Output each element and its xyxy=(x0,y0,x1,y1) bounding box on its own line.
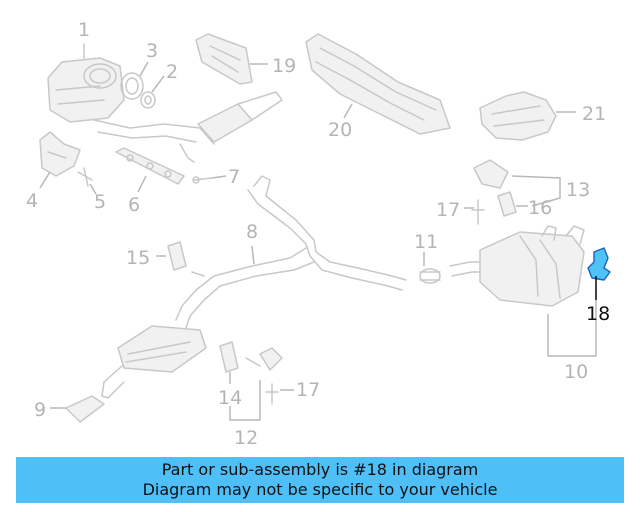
part-1-catalytic-converter xyxy=(47,43,125,123)
banner-line-disclaimer: Diagram may not be specific to your vehi… xyxy=(142,480,498,499)
part-8-intermediate-pipe xyxy=(175,175,407,329)
part-20-tunnel-shield xyxy=(305,33,451,135)
callout-1: 1 xyxy=(78,19,90,41)
part-11-clamp xyxy=(419,252,441,284)
part-13-bracket xyxy=(473,159,561,207)
part-2-gasket xyxy=(140,75,165,109)
part-6-bracket xyxy=(115,147,185,193)
banner-line-part: Part or sub-assembly is #18 in diagram xyxy=(161,460,479,479)
info-banner: Part or sub-assembly is #18 in diagram D… xyxy=(16,457,624,503)
part-10-rear-muffler xyxy=(449,225,597,357)
callout-12: 12 xyxy=(234,427,258,449)
callout-7: 7 xyxy=(228,166,240,188)
callout-3: 3 xyxy=(146,40,158,62)
exhaust-parts-diagram: 1 3 2 19 20 21 7 4 5 6 13 17 16 8 11 15 … xyxy=(26,19,611,449)
part-19-heat-shield xyxy=(195,33,268,85)
callout-21: 21 xyxy=(582,103,606,125)
callout-18: 18 xyxy=(586,303,610,325)
part-17-bolt-upper xyxy=(464,199,485,225)
part-9-center-muffler xyxy=(50,325,207,423)
callout-17-lower: 17 xyxy=(296,379,320,401)
callout-4: 4 xyxy=(26,190,38,212)
callout-5: 5 xyxy=(94,191,106,213)
callout-2: 2 xyxy=(166,61,178,83)
callout-14: 14 xyxy=(218,387,242,409)
callout-9: 9 xyxy=(34,399,46,421)
part-7-bolt xyxy=(192,175,227,184)
callout-13: 13 xyxy=(566,179,590,201)
part-12-bracket xyxy=(229,347,283,421)
part-17-bolt-lower xyxy=(265,383,294,405)
part-3-gasket xyxy=(120,61,149,100)
callout-17-upper: 17 xyxy=(436,199,460,221)
part-18-bracket-highlighted xyxy=(587,247,611,300)
callout-20: 20 xyxy=(328,119,352,141)
part-16-isolator xyxy=(497,191,528,217)
part-21-heat-shield xyxy=(479,91,576,141)
callout-11: 11 xyxy=(414,231,438,253)
front-pipe-assembly xyxy=(93,91,283,163)
callout-19: 19 xyxy=(272,55,296,77)
callout-16: 16 xyxy=(528,197,552,219)
callout-8: 8 xyxy=(246,221,258,243)
part-14-isolator xyxy=(219,341,239,384)
callout-10: 10 xyxy=(564,361,588,383)
part-5-bolt xyxy=(77,167,97,195)
part-15-hanger xyxy=(156,241,187,271)
callout-6: 6 xyxy=(128,194,140,216)
part-4-bracket xyxy=(39,131,81,189)
callout-15: 15 xyxy=(126,247,150,269)
